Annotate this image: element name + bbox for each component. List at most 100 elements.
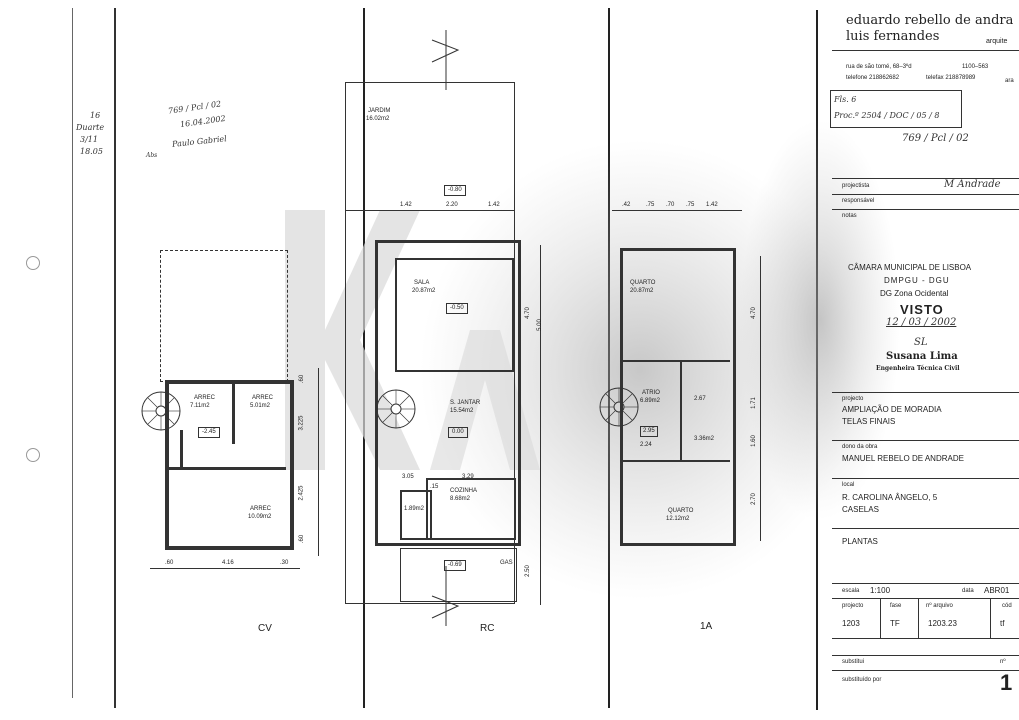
- substitui-label: substitui: [842, 659, 865, 665]
- rc-room-area: 15.54m2: [450, 408, 474, 414]
- divider: [832, 178, 1019, 179]
- stamp-line: Proc.º 2504 / DOC / 05 / 8: [834, 111, 940, 120]
- cv-dim: .30: [280, 560, 289, 566]
- divider: [832, 583, 1019, 584]
- p1a-dim: 2.24: [640, 442, 652, 448]
- stamp-box: [830, 90, 962, 128]
- col-projecto: projecto: [842, 603, 864, 609]
- rc-site-outline: [345, 82, 515, 604]
- data-value: ABR01: [984, 586, 1010, 595]
- rc-dim: 1.42: [400, 202, 412, 208]
- rc-room-area: 1.89m2: [404, 506, 425, 512]
- divider: [832, 598, 1019, 599]
- p1a-dim: 1.71: [750, 397, 757, 409]
- col-cod: cód: [1002, 603, 1012, 609]
- rc-sala: [395, 258, 514, 372]
- cv-dim: .60: [299, 374, 306, 384]
- engineer-name: Susana Lima: [886, 351, 958, 362]
- p1a-room-name: QUARTO: [630, 280, 656, 286]
- rc-level: -0.80: [444, 185, 466, 196]
- engineer-title: Engenheira Técnica Civil: [876, 365, 960, 372]
- firm-fax: telefax 218878989: [926, 75, 976, 81]
- data-label: data: [962, 588, 974, 594]
- rc-dim: 2.20: [446, 202, 458, 208]
- cv-room-name: ARREC: [250, 506, 272, 512]
- firm-name: luis fernandes: [846, 29, 940, 44]
- rc-dim-line: [540, 245, 541, 605]
- rc-room-area: 8.68m2: [450, 496, 471, 502]
- rc-dim: .15: [430, 484, 439, 490]
- stamp-line: 769 / Pcl / 02: [902, 133, 969, 144]
- firm-postal: 1100–563: [962, 64, 989, 70]
- divider: [832, 194, 1019, 195]
- firm-telephone: telefone 218862682: [846, 75, 900, 81]
- p1a-dim: 2.70: [750, 493, 757, 505]
- rc-house-outline: [375, 240, 521, 546]
- binder-hole-top: [26, 256, 40, 270]
- p1a-wall: [620, 360, 730, 362]
- left-note-1: 16: [90, 111, 101, 120]
- firm-email-stub: ara: [1005, 78, 1014, 84]
- cv-room-area: 7.11m2: [190, 403, 210, 409]
- rc-stair-icon: [376, 389, 416, 429]
- rc-room-name: JARDIM: [368, 108, 391, 114]
- rc-dim: 5.00: [536, 319, 543, 331]
- rc-dim-line: [345, 210, 515, 211]
- cv-dim: 2.425: [298, 485, 305, 501]
- cv-wall: [232, 384, 235, 444]
- divider: [832, 392, 1019, 393]
- fase-value: TF: [890, 619, 900, 628]
- stamp-line: Fls. 6: [834, 95, 857, 104]
- p1a-plan-label: 1A: [700, 621, 713, 632]
- divider: [880, 598, 881, 638]
- fold-line-1: [114, 8, 116, 708]
- approval-visto: VISTO: [900, 302, 944, 317]
- rc-dim: 4.70: [524, 307, 531, 319]
- divider: [990, 598, 991, 638]
- projecto-number: 1203: [842, 619, 860, 628]
- cv-dim-line: [318, 368, 319, 556]
- margin-line: [72, 8, 73, 698]
- approval-dmpgu: DMPGU - DGU: [884, 276, 950, 285]
- cv-level: -2.45: [198, 427, 220, 438]
- projecto-value: AMPLIAÇÃO DE MORADIA: [842, 405, 942, 414]
- p1a-wall: [620, 460, 730, 462]
- p1a-dim-line: [760, 256, 761, 541]
- divider: [832, 50, 1019, 51]
- local-value: R. CAROLINA ÂNGELO, 5: [842, 493, 938, 502]
- substituido-label: substituído por: [842, 677, 882, 683]
- rc-room-name: SALA: [414, 280, 430, 286]
- rc-room-name: COZINHA: [450, 488, 477, 494]
- firm-role: arquite: [986, 38, 1008, 45]
- rc-porch: [400, 548, 517, 602]
- rc-cozinha: [426, 478, 516, 540]
- rc-dim: 2.50: [524, 565, 531, 577]
- noise-blob: [740, 120, 900, 520]
- dono-value: MANUEL REBELO DE ANDRADE: [842, 454, 964, 463]
- p1a-dim: 4.70: [750, 307, 757, 319]
- p1a-dim: 3.36m2: [694, 436, 715, 442]
- cv-room-name: ARREC: [194, 395, 216, 401]
- rc-room-name: S. JANTAR: [450, 400, 481, 406]
- watermark-glyph: [430, 330, 540, 470]
- p1a-wall: [680, 360, 682, 460]
- rc-level: -0.69: [444, 560, 466, 571]
- left-note-3: 3/11: [80, 135, 98, 144]
- rc-room-area: 20.87m2: [412, 288, 436, 294]
- divider: [832, 655, 1019, 656]
- notas-label: notas: [842, 213, 857, 219]
- cv-dim: .60: [165, 560, 174, 566]
- p1a-dim: 2.67: [694, 396, 706, 402]
- rc-level: -0.50: [446, 303, 468, 314]
- col-fase: fase: [890, 603, 902, 609]
- cv-wall: [165, 467, 286, 470]
- cv-upper-dashed: [160, 250, 288, 382]
- responsavel-label: responsável: [842, 198, 875, 204]
- rc-plan-label: RC: [480, 623, 495, 634]
- divider: [832, 638, 1019, 639]
- local-value: CASELAS: [842, 505, 879, 514]
- divider: [832, 528, 1019, 529]
- cv-room-area: 5.01m2: [250, 403, 271, 409]
- cv-outline: [165, 380, 294, 550]
- p1a-room-name: QUARTO: [668, 508, 694, 514]
